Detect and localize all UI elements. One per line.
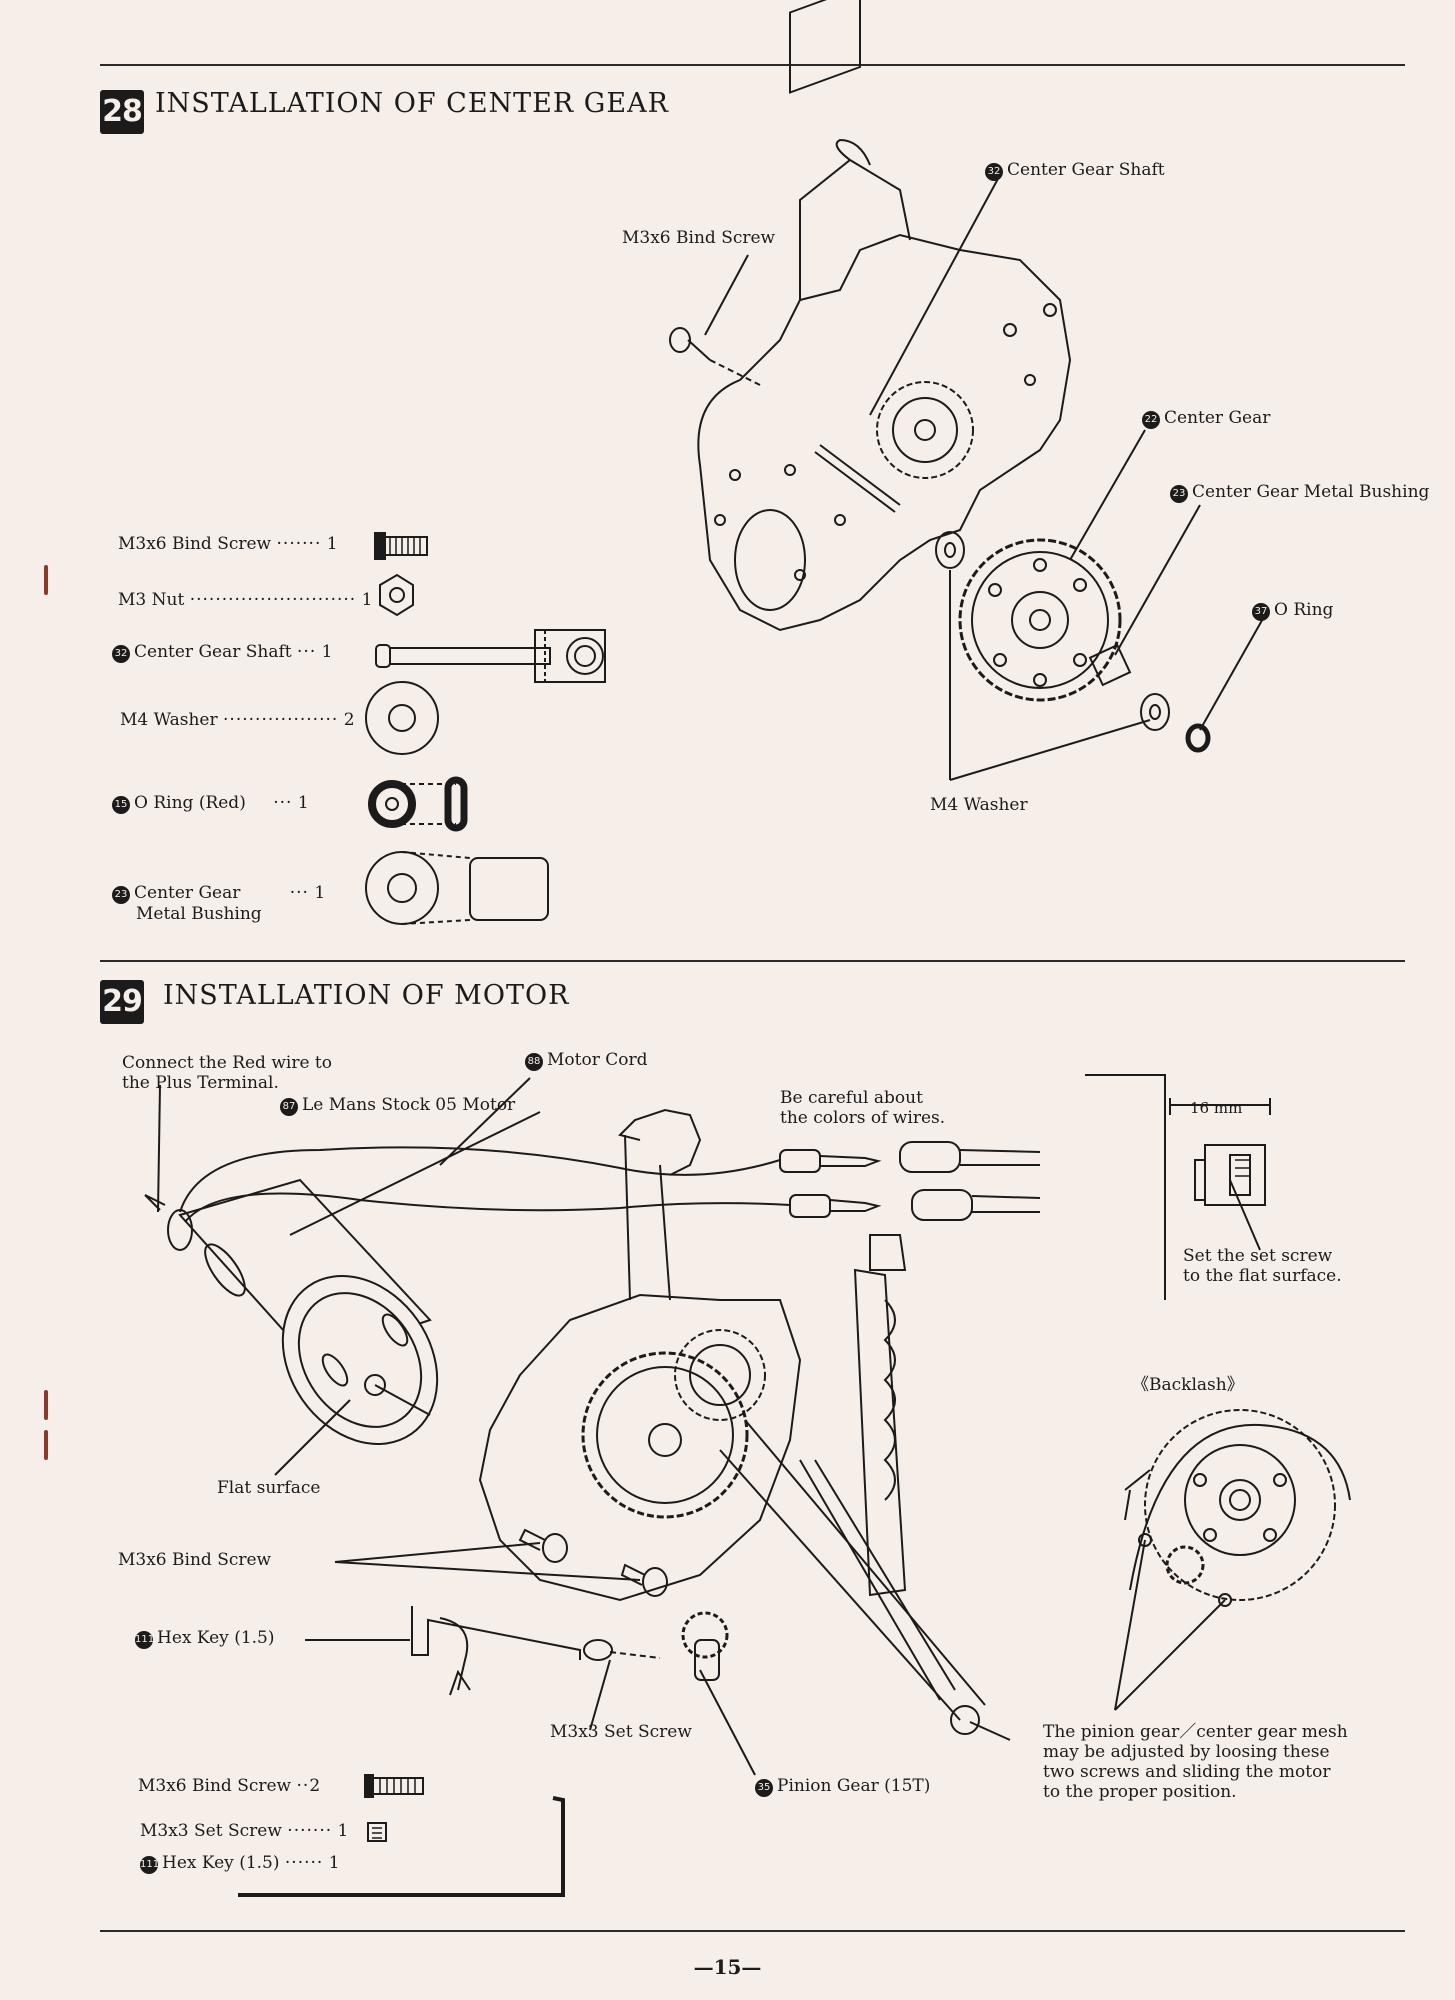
parts-row-bind-screw: M3x6 Bind Screw ······· 1 [118,534,338,554]
chassis-drawing [478,1108,1011,1741]
small-gear [876,381,974,479]
callout-flat-surface: Flat surface [217,1478,321,1498]
parts-row-set-screw-29: M3x3 Set Screw ······· 1 [140,1821,349,1841]
callout-bind-screw: M3x6 Bind Screw [622,228,776,248]
step-number-28: 28 [100,90,144,134]
parts-row-bind-screw-29: M3x6 Bind Screw ··2 [138,1776,321,1796]
callout-m4-washer: M4 Washer [930,795,1028,815]
bind-screws-drawing [518,1528,668,1597]
hex-key-drawing [411,1606,661,1696]
motor-drawing [167,1178,439,1445]
page-number: —15— [693,1955,762,1979]
callout-bind-screw-29: M3x6 Bind Screw [118,1550,272,1570]
binder-mark [44,1390,48,1420]
bottom-rule [100,1930,1405,1932]
parts-row-m3-nut: M3 Nut ·························· 1 [118,590,373,610]
gearbox-block [789,0,861,94]
center-gear [958,538,1122,702]
dimension-16mm: 16 mm [1190,1099,1243,1117]
section-28-title: INSTALLATION OF CENTER GEAR [155,88,669,119]
backlash-detail [1114,1409,1351,1711]
binder-mark [44,565,48,595]
section-divider [100,960,1405,962]
parts-row-m4-washer: M4 Washer ·················· 2 [120,710,355,730]
callout-m3x3-set-screw: M3x3 Set Screw [550,1722,692,1742]
pinion-gear-drawing [681,1611,729,1681]
backlash-label: 《Backlash》 [1132,1375,1244,1395]
gear-shaft [814,444,901,513]
binder-mark [44,1430,48,1460]
section-29-title: INSTALLATION OF MOTOR [163,980,570,1011]
parts-list-28-drawings [365,532,606,925]
bind-screw-drawing [669,327,761,386]
parts-list-29-drawings [238,1774,565,1897]
backlash-note: The pinion gear／center gear mesh may be … [1043,1722,1348,1802]
gearbox-frame [697,233,1072,632]
top-rule [100,64,1405,66]
step-number-29: 29 [100,980,144,1024]
wire-connectors [779,1141,1041,1221]
set-screw-detail [1085,1074,1271,1300]
